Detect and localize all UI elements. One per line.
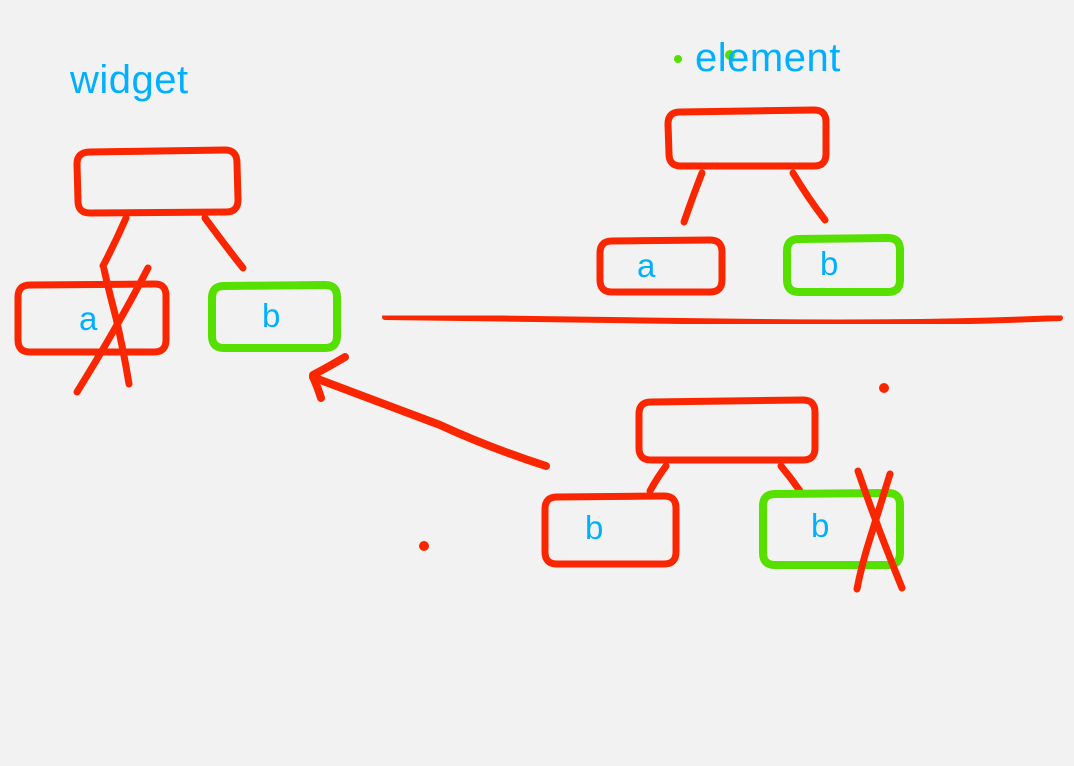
widget-child-a-label: a [79,300,98,337]
element-bottom-child-b-red-label: b [585,509,604,546]
arrow-head-lower [309,373,325,402]
element-tree-bottom-group [541,396,906,593]
arrow-shaft [311,374,550,470]
element-bottom-child-b-green-label: b [811,507,830,544]
widget-title-label: widget [70,58,189,102]
widget-child-a-strikeout-stroke-2 [100,265,133,388]
element-bottom-child-b-green-strikeout-stroke-1 [854,467,906,592]
green-dot-left-of-element-label [674,55,682,63]
element-top-child-a-label: a [637,247,656,284]
element-bottom-child-b-green-box[interactable] [759,489,904,569]
element-bottom-child-b-green-strikeout-stroke-2 [853,470,894,593]
element-top-child-a-box[interactable] [596,236,726,296]
widget-child-b-box[interactable] [208,281,341,352]
widget-child-b-label: b [262,297,281,334]
element-top-edge-right [789,169,829,224]
element-bottom-child-b-red-box[interactable] [541,492,680,568]
element-top-edge-left [680,169,706,226]
element-tree-top-group [596,106,904,296]
widget-edge-left [99,214,130,270]
widget-child-a-box[interactable] [14,280,170,356]
arrow-head-upper [309,353,349,379]
widget-root-box[interactable] [73,146,242,217]
green-dot-in-element-label [725,50,735,60]
widget-edge-right [201,214,247,272]
widget-tree-group [14,146,341,396]
element-bottom-root-box[interactable] [635,396,819,464]
horizontal-divider-line [382,314,1063,326]
red-dot-upper-right [879,383,889,393]
element-bottom-edge-left [646,462,670,495]
element-top-child-b-label: b [820,245,839,282]
element-bottom-edge-right [777,462,804,495]
element-top-child-b-box[interactable] [783,234,904,296]
red-dot-mid-canvas [419,541,429,551]
arrow-to-widget-b [309,353,550,470]
element-top-root-box[interactable] [664,106,830,170]
element-title-label: element [695,36,841,80]
